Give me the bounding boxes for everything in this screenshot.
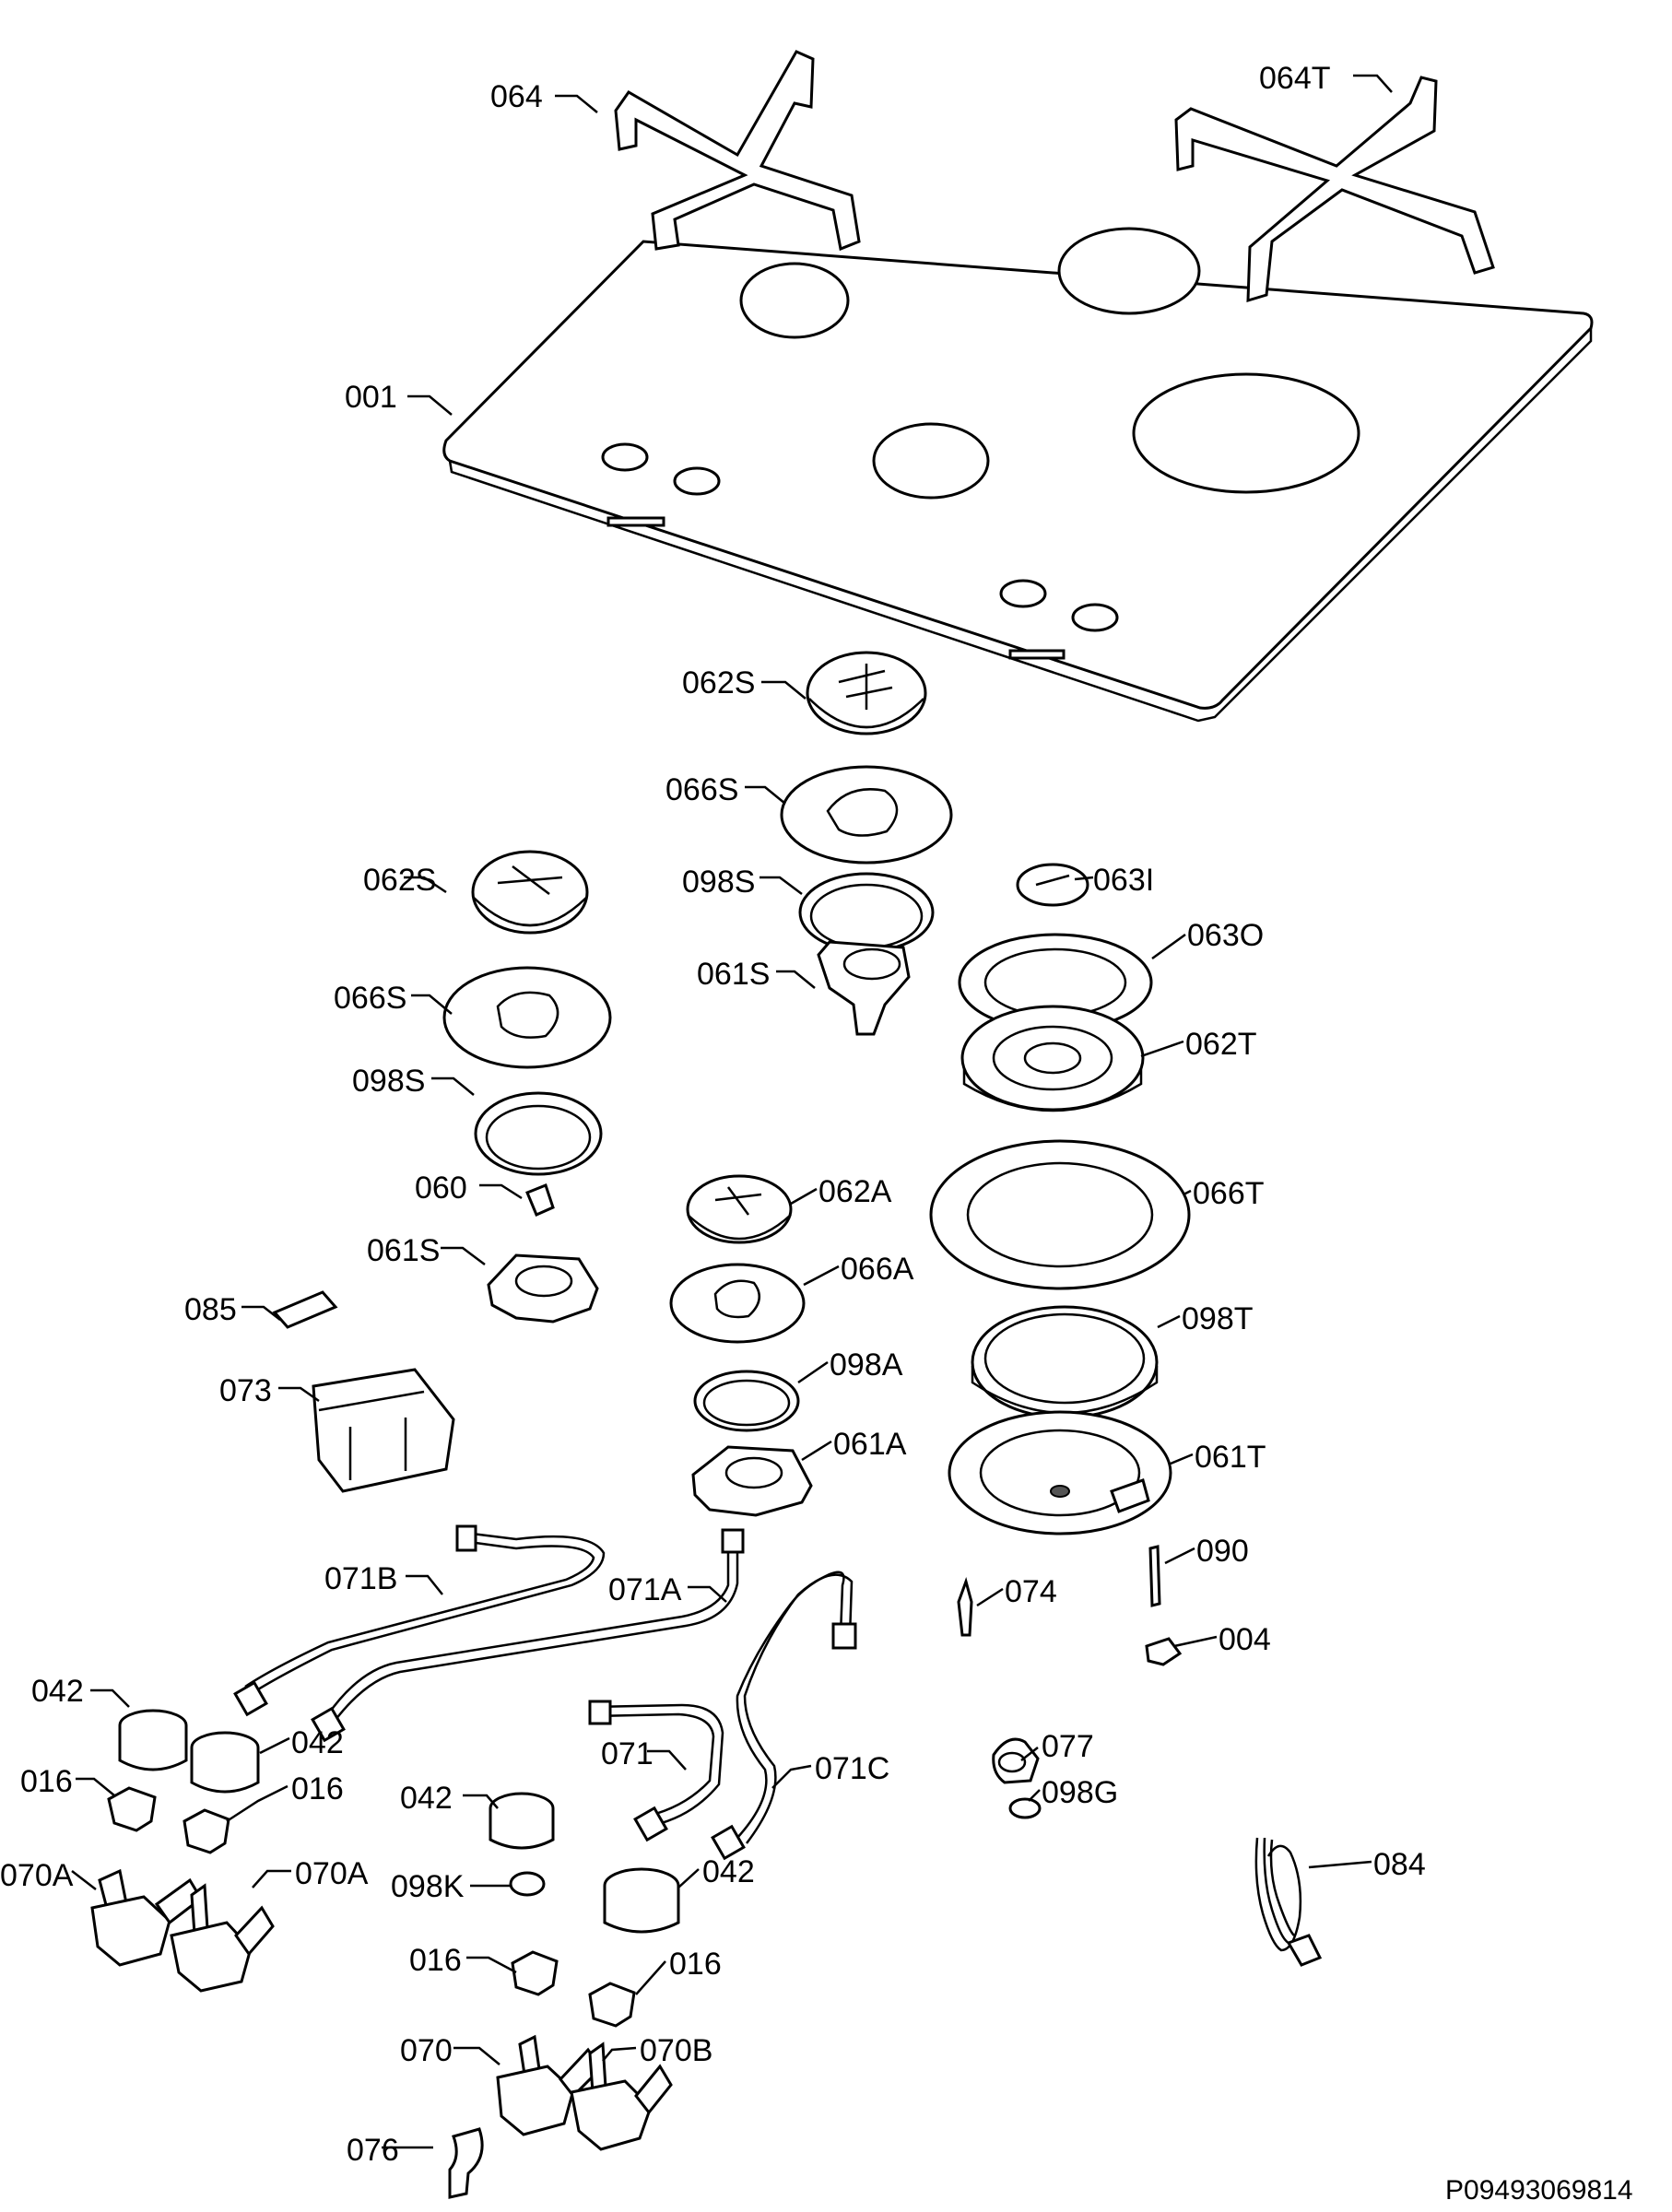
part-label-066s-b: 066S: [334, 981, 406, 1016]
ignition-parts: [272, 1290, 1183, 1666]
part-label-085: 085: [184, 1292, 237, 1327]
part-label-070a-b: 070A: [295, 1856, 369, 1891]
part-label-071a: 071A: [608, 1572, 682, 1607]
part-label-070a-a: 070A: [0, 1858, 74, 1893]
part-label-084: 084: [1373, 1847, 1426, 1882]
part-label-098t: 098T: [1182, 1301, 1254, 1336]
part-label-098a: 098A: [830, 1347, 903, 1382]
part-label-076: 076: [347, 2133, 399, 2168]
elbow-fittings: [509, 1737, 1042, 1897]
part-label-098s-b: 098S: [352, 1064, 425, 1099]
part-label-070: 070: [400, 2033, 453, 2068]
part-label-001: 001: [345, 380, 397, 415]
part-label-071c: 071C: [815, 1751, 889, 1786]
part-label-066t: 066T: [1193, 1176, 1265, 1211]
part-label-063o: 063O: [1187, 918, 1264, 953]
part-label-077: 077: [1042, 1729, 1094, 1764]
part-label-098k: 098K: [391, 1869, 465, 1904]
part-label-016-a: 016: [20, 1764, 73, 1799]
part-label-042-a: 042: [31, 1674, 84, 1709]
part-label-070b: 070B: [640, 2033, 712, 2068]
valve-clip: [448, 2127, 484, 2199]
burner-wok-right: [929, 863, 1191, 1535]
part-label-016-b: 016: [291, 1771, 344, 1806]
part-label-098g: 098G: [1042, 1775, 1118, 1810]
burner-center-front: [669, 1174, 813, 1517]
part-label-016-d: 016: [669, 1947, 722, 1982]
part-label-062s-b: 062S: [363, 863, 436, 898]
part-label-098s-a: 098S: [682, 865, 755, 900]
part-label-016-c: 016: [409, 1943, 462, 1978]
pan-support-left: [614, 50, 861, 252]
burner-left: [442, 850, 612, 1324]
hob-top-plate: [442, 227, 1594, 723]
valve-brackets: [107, 1786, 636, 2028]
part-label-063i: 063I: [1093, 863, 1154, 898]
part-label-090: 090: [1196, 1534, 1249, 1569]
part-label-061s-a: 061S: [697, 957, 770, 992]
part-label-062a: 062A: [818, 1174, 892, 1209]
part-label-071b: 071B: [324, 1561, 397, 1596]
part-label-060: 060: [415, 1171, 467, 1206]
part-label-066a: 066A: [841, 1252, 914, 1287]
part-labels: 064 064T 001 062S 066S 062S 098S 063I 063O 061S 06…: [0, 61, 1426, 2168]
gas-tubes: [233, 1524, 857, 1861]
part-label-042-c: 042: [400, 1781, 453, 1816]
part-label-071: 071: [601, 1736, 653, 1771]
part-label-064: 064: [490, 79, 543, 114]
control-knobs: [118, 1709, 680, 1934]
gas-valves: [90, 1868, 673, 2151]
burner-center-rear: [780, 651, 953, 1036]
part-label-061t: 061T: [1195, 1440, 1266, 1475]
part-label-066s-a: 066S: [665, 772, 738, 807]
part-label-073: 073: [219, 1373, 272, 1408]
part-label-062t: 062T: [1185, 1027, 1257, 1062]
leader-lines: [71, 74, 1393, 2149]
part-label-042-b: 042: [291, 1725, 344, 1760]
part-label-064t: 064T: [1259, 61, 1331, 96]
part-label-004: 004: [1219, 1622, 1271, 1657]
part-label-062s-a: 062S: [682, 665, 755, 700]
part-label-061a: 061A: [833, 1427, 907, 1462]
part-label-061s-b: 061S: [367, 1233, 440, 1268]
part-label-074: 074: [1005, 1574, 1057, 1609]
part-label-042-d: 042: [702, 1854, 755, 1889]
mains-cable: [1254, 1837, 1323, 1967]
document-code: P09493069814: [1445, 2175, 1633, 2206]
pan-support-right: [1174, 76, 1495, 303]
